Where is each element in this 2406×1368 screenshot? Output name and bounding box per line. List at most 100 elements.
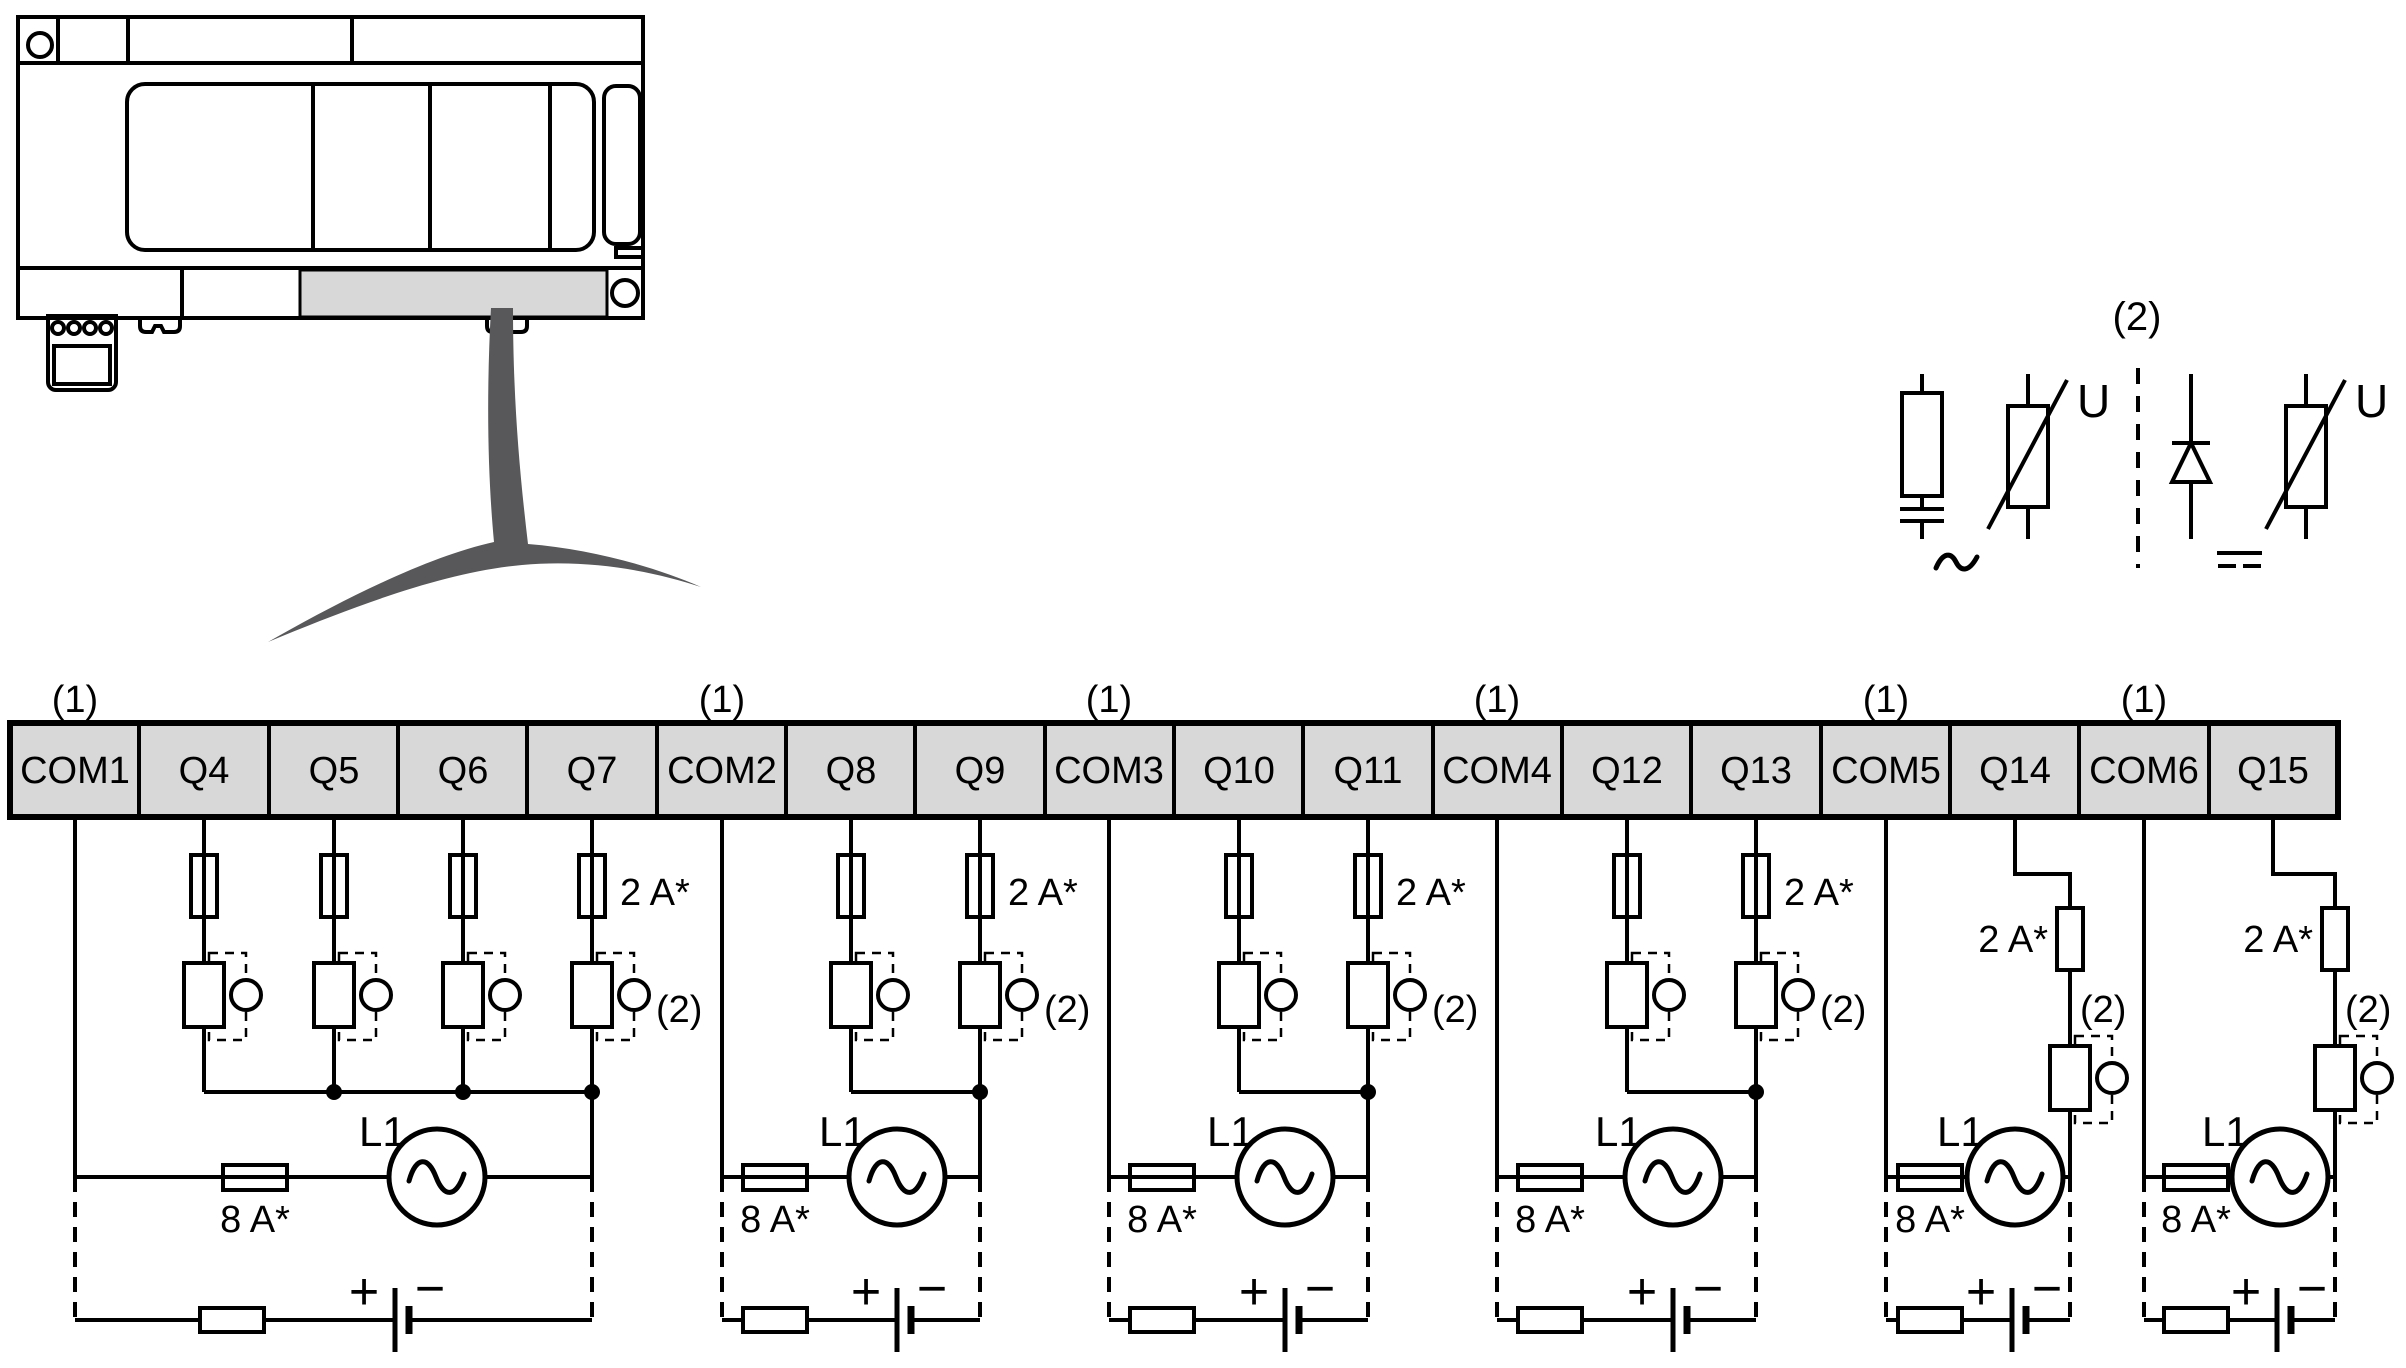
suppressor-icon — [1005, 978, 1039, 1012]
fuse-icon — [1612, 853, 1642, 919]
output-group-com1: 2 A* (2) 8 A* L1 + − — [73, 817, 702, 1352]
terminal-label: Q7 — [567, 750, 618, 792]
branch-fuse-label: 2 A* — [620, 872, 690, 914]
line-fuse-label: 8 A* — [740, 1199, 810, 1241]
rail-fuse-icon — [1128, 1306, 1196, 1334]
diode-icon — [2168, 374, 2214, 539]
suppressor-icon — [876, 978, 910, 1012]
load-icon — [1346, 961, 1390, 1029]
terminal-label: Q14 — [1979, 750, 2051, 792]
ac-load-symbol-icon — [1984, 1159, 2045, 1195]
output-branch-q11 — [1346, 817, 1427, 1092]
varistor-icon — [2264, 374, 2347, 539]
line-fuse-label: 8 A* — [1895, 1199, 1965, 1241]
suppressor-note: (2) — [656, 989, 702, 1031]
line-fuse-icon — [221, 1163, 289, 1192]
voltage-label: U — [2077, 375, 2110, 427]
plus-sign: + — [2231, 1263, 2261, 1321]
output-branch-q14 — [2013, 817, 2129, 1177]
junction-dot — [326, 1084, 342, 1100]
output-branch-q4 — [182, 817, 263, 1092]
plus-sign: + — [851, 1263, 881, 1321]
output-branch-q15 — [2271, 817, 2394, 1177]
plus-sign: + — [1966, 1263, 1996, 1321]
plus-sign: + — [349, 1263, 379, 1321]
plus-sign: + — [1239, 1263, 1269, 1321]
plc-top-cap — [16, 15, 645, 65]
suppressor-icon — [2095, 1061, 2129, 1095]
output-branch-q13 — [1734, 817, 1815, 1092]
load-icon — [1605, 961, 1649, 1029]
terminal-q12 — [1560, 721, 1693, 819]
output-branch-q10 — [1217, 817, 1298, 1092]
suppressor-icon — [617, 978, 651, 1012]
terminal-label: Q10 — [1203, 750, 1275, 792]
ac-load-symbol-icon — [1642, 1159, 1703, 1195]
terminal-label: COM3 — [1054, 750, 1164, 792]
fuse-icon — [1741, 853, 1771, 919]
suppressor-note: (2) — [1432, 989, 1478, 1031]
plc-mount-hole-icon — [610, 278, 640, 308]
line-fuse-icon — [741, 1163, 809, 1192]
rail-fuse-icon — [1896, 1306, 1964, 1334]
protection-legend: (2) U — [1900, 295, 2388, 572]
load-icon — [312, 961, 356, 1029]
ac-load-symbol-icon — [866, 1159, 927, 1195]
suppressor-note: (2) — [1044, 989, 1090, 1031]
fuse-icon — [2055, 906, 2085, 972]
line-fuse-label: 8 A* — [1515, 1199, 1585, 1241]
load-label: L1 — [1207, 1108, 1254, 1155]
load-icon — [958, 961, 1002, 1029]
fuse-icon — [1224, 853, 1254, 919]
line-fuse-icon — [1516, 1163, 1584, 1192]
fuse-icon — [836, 853, 866, 919]
suppressor-note: (2) — [1820, 989, 1866, 1031]
connector-pin-icon — [50, 320, 66, 336]
suppressor-icon — [2360, 1061, 2394, 1095]
suppressor-icon — [229, 978, 263, 1012]
line-fuse-label: 8 A* — [1127, 1199, 1197, 1241]
minus-sign: − — [2032, 1260, 2062, 1318]
rc-snubber-icon — [1900, 374, 1944, 539]
fuse-icon — [319, 853, 349, 919]
rail-fuse-icon — [198, 1306, 266, 1334]
suppressor-note: (2) — [2345, 989, 2391, 1031]
minus-sign: − — [415, 1260, 445, 1318]
ac-load-symbol-icon — [2249, 1159, 2310, 1195]
fuse-icon — [189, 853, 219, 919]
fuse-icon — [965, 853, 995, 919]
load-icon — [182, 961, 226, 1029]
load-icon — [2048, 1044, 2092, 1112]
plc-controller-drawing — [16, 15, 645, 392]
terminal-label: Q5 — [309, 750, 360, 792]
load-icon — [441, 961, 485, 1029]
load-icon — [1217, 961, 1261, 1029]
branch-fuse-label: 2 A* — [1008, 872, 1078, 914]
minus-sign: − — [1305, 1260, 1335, 1318]
minus-sign: − — [1693, 1260, 1723, 1318]
plc-edge-notch — [614, 246, 645, 259]
connector-pin-icon — [66, 320, 82, 336]
output-branch-q9 — [958, 817, 1039, 1092]
terminal-label: Q8 — [826, 750, 877, 792]
common-marker: (1) — [2121, 679, 2167, 721]
terminal-label: Q15 — [2237, 750, 2309, 792]
branch-fuse-label: 2 A* — [1978, 919, 2048, 961]
suppressor-icon — [359, 978, 393, 1012]
suppressor-icon — [1264, 978, 1298, 1012]
plc-terminal-strip-highlight — [298, 268, 609, 319]
branch-fuse-label: 2 A* — [1784, 872, 1854, 914]
suppressor-note: (2) — [2080, 989, 2126, 1031]
fuse-icon — [2320, 906, 2350, 972]
load-icon — [2313, 1044, 2357, 1112]
suppressor-icon — [1652, 978, 1686, 1012]
terminal-label: Q6 — [438, 750, 489, 792]
minus-sign: − — [2297, 1260, 2327, 1318]
terminal-label: Q12 — [1591, 750, 1663, 792]
terminal-com4 — [1431, 721, 1564, 819]
output-branch-q7 — [570, 817, 651, 1092]
line-fuse-icon — [1896, 1163, 1964, 1192]
common-marker: (1) — [1086, 679, 1132, 721]
terminal-label: COM2 — [667, 750, 777, 792]
